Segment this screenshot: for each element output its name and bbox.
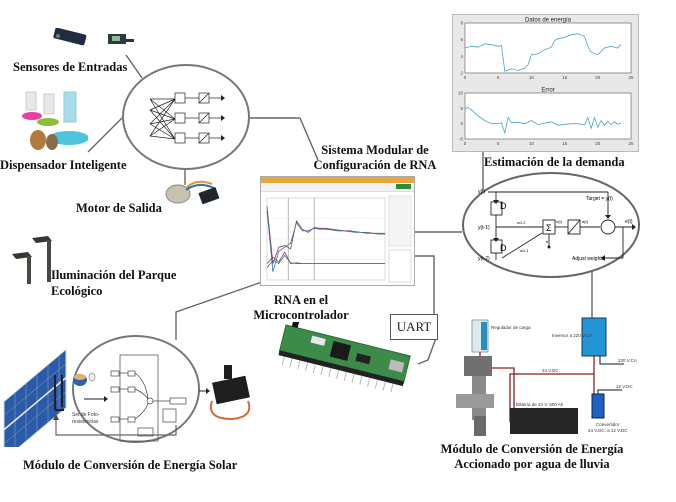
y-tick-label: -5 <box>459 137 463 142</box>
photoresistor-label-line1: Set de Foto- <box>72 412 100 418</box>
connector-modular-to-uart <box>412 255 435 314</box>
x-tick-label: 15 <box>562 75 568 80</box>
narx-delay-top: D <box>500 201 507 211</box>
app-run-button <box>396 184 411 189</box>
narx-adjust-weights: Adjust weights <box>572 256 605 262</box>
app-data-list <box>388 249 412 283</box>
lighting-label-line2: Ecológico <box>51 284 103 298</box>
narx-target: Target = y(t) <box>586 196 613 202</box>
dc12-label: 12 V.DC <box>616 384 633 389</box>
chart-title-2: Error <box>541 88 554 94</box>
estimation-label: Estimación de la demanda <box>484 155 625 169</box>
ac220-label: 220 V.CA <box>618 358 637 363</box>
photoresistor-label-line2: resistencias <box>72 419 99 425</box>
rna-microcontroller-label-line2: Microcontrolador <box>253 308 349 322</box>
rainwater-module-label-line2: Accionado por agua de lluvia <box>454 457 610 471</box>
dc24-label: 24 V.DC <box>542 368 559 373</box>
narx-w2: w1,1 <box>520 248 529 253</box>
y-tick-label: 8 <box>460 21 463 26</box>
connector-sensors <box>125 54 143 79</box>
y-tick-label: 4 <box>460 54 463 59</box>
connector-dispenser <box>87 117 123 153</box>
uart-box: UART <box>390 314 438 340</box>
neural-network-circle <box>122 64 250 170</box>
y-tick-label: 5 <box>460 106 463 111</box>
series-line-error <box>464 107 622 135</box>
narx-output: e(t) <box>625 219 633 225</box>
narx-a: a(t) <box>582 219 589 224</box>
chart-plot-area-1 <box>464 22 632 74</box>
narx-input-bot: y(t-2) <box>478 256 490 262</box>
inverter-label: Inversor a 220 V.CA <box>552 333 592 338</box>
y-tick-label: 2 <box>460 71 463 76</box>
modular-system-label-line1: Sistema Modular de <box>321 143 429 157</box>
app-toolbar <box>261 183 414 192</box>
narx-w1: w1,2 <box>517 220 526 225</box>
chart-title-1: Datos de energía <box>525 18 572 24</box>
modular-system-label-line2: Configuración de RNA <box>313 158 437 172</box>
y-tick-label: 0 <box>460 121 463 126</box>
solar-module-diagram: Set de Foto- resistencias <box>3 335 251 447</box>
series-line-energía <box>464 33 622 72</box>
x-tick-label: 10 <box>529 141 535 146</box>
narx-delay-bottom: D <box>500 243 507 253</box>
battery-label: Batería de 24 V. 600 Ah <box>516 402 564 407</box>
y-tick-label: 6 <box>460 37 463 42</box>
narx-network-circle: D D Σ y(t) y(t-1) y(t-2) Target = y(t) e… <box>462 172 640 278</box>
x-tick-label: 15 <box>562 141 568 146</box>
app-series-error-2 <box>266 254 385 268</box>
narx-bias: b <box>546 239 549 244</box>
park-lamps-image <box>12 236 52 284</box>
connector-modular-to-solar <box>175 281 263 340</box>
solar-module-label: Módulo de Conversión de Energía Solar <box>23 458 238 472</box>
dispenser-label: Dispensador Inteligente <box>0 158 127 172</box>
app-series-salida-2 <box>266 210 385 272</box>
app-series-salida-1 <box>266 206 385 264</box>
x-tick-label: 5 <box>497 141 500 146</box>
app-training-chart <box>266 195 412 283</box>
connector-uart-to-board <box>417 337 437 365</box>
y-tick-label: 10 <box>458 91 464 96</box>
chart-plot-area-2 <box>464 92 632 140</box>
converter-label-2: 24 V.DC. a 12 V.DC <box>588 428 628 433</box>
narx-n: n(t) <box>556 219 563 224</box>
converter-label-1: Convertidor <box>596 422 620 427</box>
rna-microcontroller-label-line1: RNA en el <box>273 293 329 307</box>
app-title-bar <box>261 177 414 183</box>
sensors-label: Sensores de Entradas <box>13 60 128 74</box>
x-tick-label: 0 <box>464 141 467 146</box>
narx-sum: Σ <box>546 223 552 233</box>
regulator-label: Regulador de carga <box>491 325 531 330</box>
x-tick-label: 20 <box>595 141 601 146</box>
connector-modular-to-top <box>299 117 319 161</box>
narx-input-mid: y(t-1) <box>478 225 490 231</box>
x-tick-label: 25 <box>628 141 634 146</box>
rna-config-app-window <box>260 176 415 286</box>
microcontroller-board-image <box>278 322 411 392</box>
x-tick-label: 25 <box>628 75 634 80</box>
app-options-panel <box>388 195 412 247</box>
rainwater-module-diagram: Regulador de carga Inversor a 220 V.CA 2… <box>456 317 637 436</box>
narx-input-top: y(t) <box>478 189 486 195</box>
lighting-label-line1: Iluminación del Parque <box>51 268 177 282</box>
rainwater-module-label-line1: Módulo de Conversión de Energía <box>440 442 624 456</box>
x-tick-label: 5 <box>497 75 500 80</box>
motor-label: Motor de Salida <box>76 201 162 215</box>
x-tick-label: 20 <box>595 75 601 80</box>
sensor-modules-image <box>53 28 134 46</box>
stepper-motor-image <box>165 180 220 205</box>
x-tick-label: 0 <box>464 75 467 80</box>
x-tick-label: 10 <box>529 75 535 80</box>
smart-dispenser-image <box>22 91 88 150</box>
